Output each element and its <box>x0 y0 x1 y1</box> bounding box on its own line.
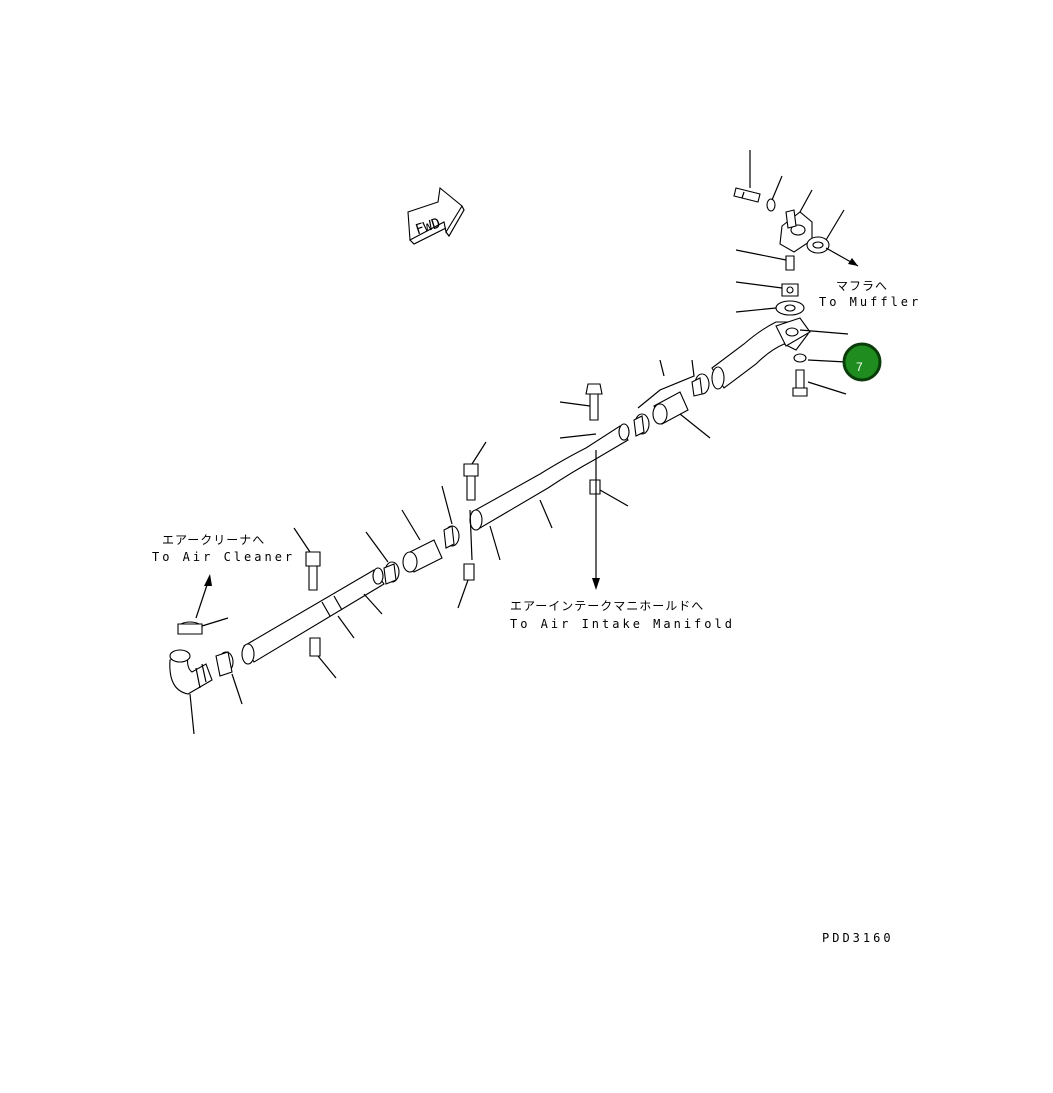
intake-callout-jp: エアーインテークマニホールドへ <box>510 599 704 613</box>
lower-clamp <box>215 651 243 705</box>
middle-hose-clamp-set <box>365 485 460 585</box>
air-cleaner-callout-jp: エアークリーナへ <box>162 533 265 547</box>
fwd-label: FWD <box>414 215 443 238</box>
lower-intake-pipe <box>241 567 385 665</box>
upper-hose-clamp-set <box>633 359 711 439</box>
lower-bolt-spacer <box>293 527 337 679</box>
bent-outlet-pipe <box>711 317 849 397</box>
air-cleaner-callout-en: To Air Cleaner <box>152 550 295 564</box>
main-intake-pipe <box>469 423 630 561</box>
muffler-connection-parts <box>733 150 859 316</box>
upper-bolt-bracket <box>559 383 629 590</box>
drawing-code: PDD3160 <box>822 931 894 945</box>
intake-callout-en: To Air Intake Manifold <box>510 617 735 631</box>
badge-number: 7 <box>856 360 863 374</box>
muffler-callout-en: To Muffler <box>819 295 921 309</box>
muffler-callout-jp: マフラへ <box>836 279 888 293</box>
item-number-badge[interactable]: 7 <box>842 342 882 382</box>
air-cleaner-elbow-hose <box>169 574 229 735</box>
middle-bolt-spacer <box>457 441 487 609</box>
fwd-arrow-icon: FWD <box>407 186 465 245</box>
